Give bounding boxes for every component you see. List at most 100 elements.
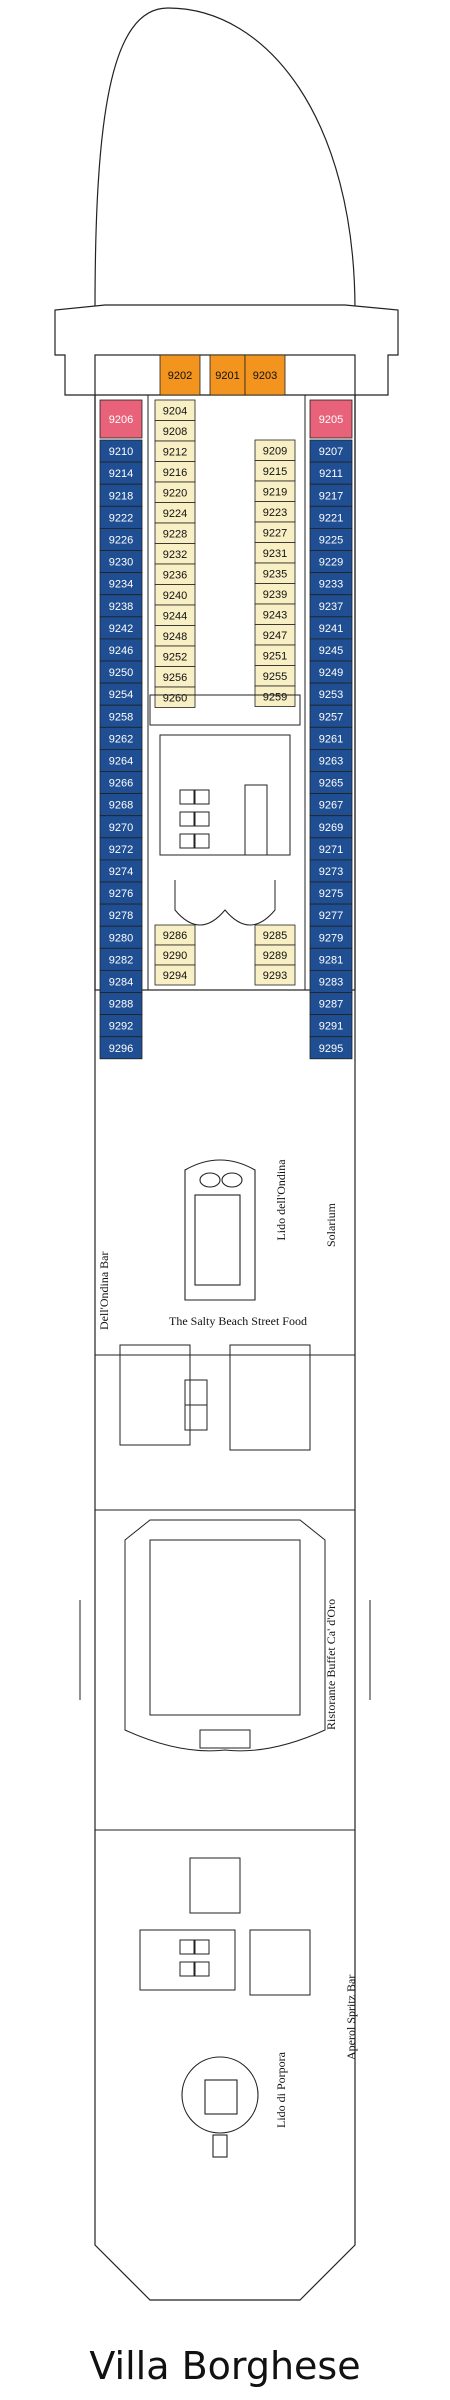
- cabin-9267[interactable]: 9267: [309, 793, 353, 817]
- cabin-9249[interactable]: 9249: [309, 660, 353, 684]
- cabin-9255[interactable]: 9255: [254, 665, 296, 687]
- cabin-9258[interactable]: 9258: [99, 704, 143, 728]
- deck-title: Villa Borghese: [89, 2344, 361, 2388]
- cabin-9244[interactable]: 9244: [154, 604, 196, 626]
- cabin-9281[interactable]: 9281: [309, 947, 353, 971]
- cabin-9220[interactable]: 9220: [154, 481, 196, 503]
- cabin-9269[interactable]: 9269: [309, 815, 353, 839]
- cabin-9231[interactable]: 9231: [254, 542, 296, 564]
- cabin-9227[interactable]: 9227: [254, 521, 296, 543]
- cabin-9270[interactable]: 9270: [99, 815, 143, 839]
- cabin-9218[interactable]: 9218: [99, 483, 143, 507]
- cabin-9246[interactable]: 9246: [99, 638, 143, 662]
- cabin-9283[interactable]: 9283: [309, 970, 353, 993]
- cabin-9211[interactable]: 9211: [309, 461, 353, 485]
- cabin-9247[interactable]: 9247: [254, 624, 296, 646]
- cabin-9234[interactable]: 9234: [99, 572, 143, 596]
- cabin-9288[interactable]: 9288: [99, 992, 143, 1016]
- cabin-9262[interactable]: 9262: [99, 726, 143, 750]
- cabin-9205[interactable]: 9205: [309, 399, 353, 439]
- cabin-9252[interactable]: 9252: [154, 645, 196, 667]
- cabin-9261[interactable]: 9261: [309, 726, 353, 750]
- cabin-9238[interactable]: 9238: [99, 594, 143, 618]
- cabin-9242[interactable]: 9242: [99, 616, 143, 640]
- cabin-9284[interactable]: 9284: [99, 970, 143, 993]
- cabin-9294[interactable]: 9294: [154, 964, 196, 986]
- cabin-9289[interactable]: 9289: [254, 944, 296, 966]
- cabin-9277[interactable]: 9277: [309, 903, 353, 927]
- cabin-9222[interactable]: 9222: [99, 505, 143, 529]
- cabin-9201[interactable]: 9201: [209, 354, 246, 396]
- cabin-9202[interactable]: 9202: [159, 354, 201, 396]
- cabin-9250[interactable]: 9250: [99, 660, 143, 684]
- cabin-9206[interactable]: 9206: [99, 399, 143, 439]
- cabin-9236[interactable]: 9236: [154, 563, 196, 585]
- cabin-9295[interactable]: 9295: [309, 1036, 353, 1060]
- cabin-9241[interactable]: 9241: [309, 616, 353, 640]
- cabin-9223[interactable]: 9223: [254, 501, 296, 523]
- cabin-9264[interactable]: 9264: [99, 749, 143, 772]
- cabin-9208[interactable]: 9208: [154, 420, 196, 442]
- cabin-9203[interactable]: 9203: [244, 354, 286, 396]
- cabin-9245[interactable]: 9245: [309, 638, 353, 662]
- cabin-9224[interactable]: 9224: [154, 502, 196, 524]
- cabin-9216[interactable]: 9216: [154, 461, 196, 483]
- cabin-9237[interactable]: 9237: [309, 594, 353, 618]
- cabin-9253[interactable]: 9253: [309, 682, 353, 706]
- cabin-number: 9261: [319, 733, 343, 745]
- cabin-9228[interactable]: 9228: [154, 522, 196, 544]
- cabin-9204[interactable]: 9204: [154, 399, 196, 421]
- cabin-9235[interactable]: 9235: [254, 562, 296, 584]
- cabin-9240[interactable]: 9240: [154, 584, 196, 606]
- cabin-9221[interactable]: 9221: [309, 505, 353, 529]
- cabin-9210[interactable]: 9210: [99, 439, 143, 463]
- cabin-9287[interactable]: 9287: [309, 992, 353, 1016]
- cabin-9219[interactable]: 9219: [254, 480, 296, 502]
- cabin-9273[interactable]: 9273: [309, 859, 353, 883]
- cabin-9278[interactable]: 9278: [99, 903, 143, 927]
- cabin-9290[interactable]: 9290: [154, 944, 196, 966]
- cabin-9285[interactable]: 9285: [254, 924, 296, 946]
- cabin-9251[interactable]: 9251: [254, 644, 296, 666]
- cabin-9225[interactable]: 9225: [309, 528, 353, 551]
- cabin-9292[interactable]: 9292: [99, 1014, 143, 1038]
- cabin-number: 9245: [319, 645, 343, 657]
- cabin-9259[interactable]: 9259: [254, 685, 296, 707]
- cabin-9265[interactable]: 9265: [309, 771, 353, 795]
- cabin-9212[interactable]: 9212: [154, 440, 196, 462]
- cabin-9275[interactable]: 9275: [309, 881, 353, 905]
- cabin-9248[interactable]: 9248: [154, 625, 196, 647]
- cabin-number: 9214: [109, 468, 133, 480]
- cabin-9207[interactable]: 9207: [309, 439, 353, 463]
- cabin-9230[interactable]: 9230: [99, 550, 143, 574]
- cabin-9226[interactable]: 9226: [99, 528, 143, 551]
- cabin-9272[interactable]: 9272: [99, 837, 143, 861]
- cabin-9279[interactable]: 9279: [309, 925, 353, 949]
- cabin-9256[interactable]: 9256: [154, 666, 196, 688]
- cabin-9291[interactable]: 9291: [309, 1014, 353, 1038]
- aft-stair-elevator-block: [139, 1857, 311, 1996]
- cabin-9282[interactable]: 9282: [99, 947, 143, 971]
- cabin-9254[interactable]: 9254: [99, 682, 143, 706]
- cabin-9209[interactable]: 9209: [254, 439, 296, 461]
- cabin-9286[interactable]: 9286: [154, 924, 196, 946]
- cabin-9274[interactable]: 9274: [99, 859, 143, 883]
- cabin-9243[interactable]: 9243: [254, 603, 296, 625]
- cabin-9233[interactable]: 9233: [309, 572, 353, 596]
- cabin-9257[interactable]: 9257: [309, 704, 353, 728]
- cabin-9214[interactable]: 9214: [99, 461, 143, 485]
- cabin-9293[interactable]: 9293: [254, 964, 296, 986]
- cabin-9229[interactable]: 9229: [309, 550, 353, 574]
- cabin-9271[interactable]: 9271: [309, 837, 353, 861]
- cabin-9239[interactable]: 9239: [254, 583, 296, 605]
- cabin-9232[interactable]: 9232: [154, 543, 196, 565]
- cabin-9280[interactable]: 9280: [99, 925, 143, 949]
- cabin-9217[interactable]: 9217: [309, 483, 353, 507]
- cabin-9266[interactable]: 9266: [99, 771, 143, 795]
- cabin-9263[interactable]: 9263: [309, 749, 353, 772]
- cabin-9276[interactable]: 9276: [99, 881, 143, 905]
- cabin-9268[interactable]: 9268: [99, 793, 143, 817]
- cabin-9260[interactable]: 9260: [154, 686, 196, 708]
- cabin-9296[interactable]: 9296: [99, 1036, 143, 1060]
- cabin-9215[interactable]: 9215: [254, 460, 296, 482]
